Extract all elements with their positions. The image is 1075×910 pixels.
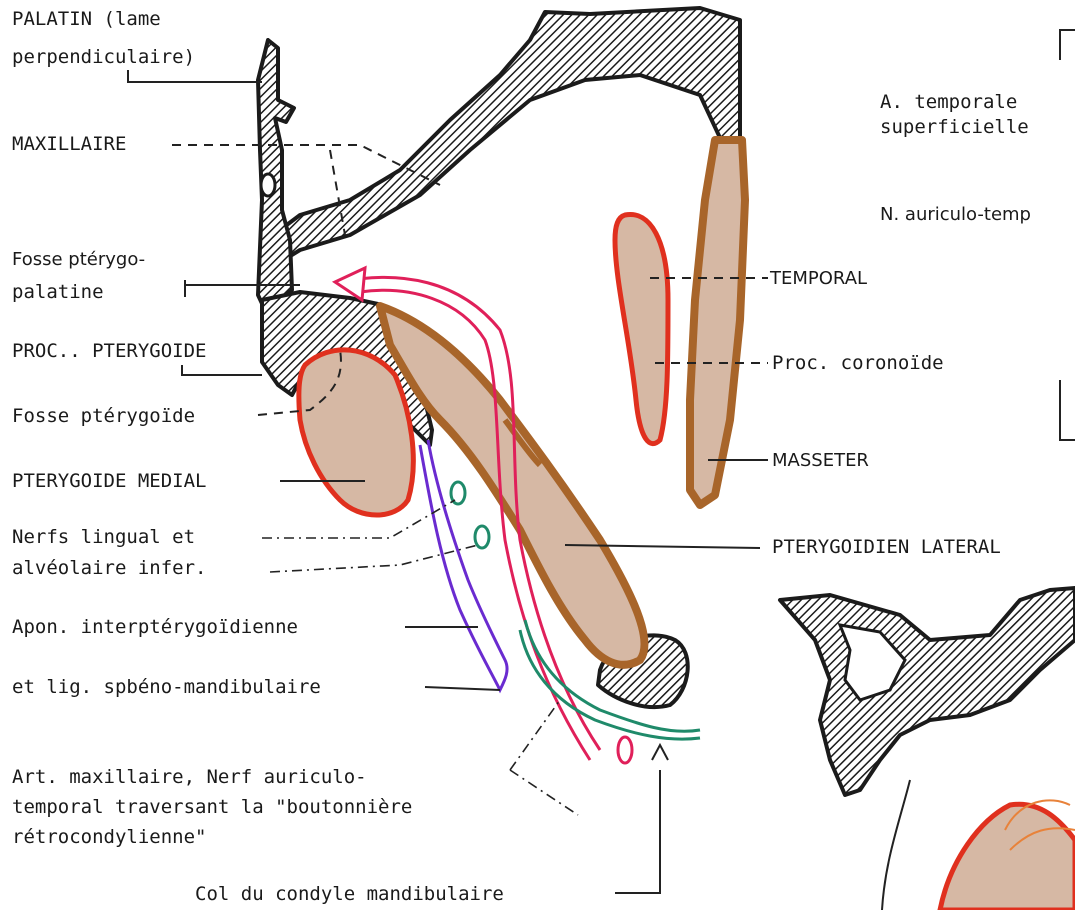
label-a-temporale-2: superficielle — [880, 116, 1029, 138]
masseter-muscle — [690, 140, 745, 505]
label-apon: Apon. interptérygoïdienne — [12, 616, 298, 638]
upper-skull-bone — [280, 8, 740, 258]
label-art-1: Art. maxillaire, Nerf auriculo- — [12, 766, 367, 788]
lateral-pterygoid-muscle — [380, 306, 644, 665]
label-pterygoide-medial: PTERYGOIDE MEDIAL — [12, 470, 206, 492]
leader-col — [615, 770, 660, 893]
label-lig: et lig. spbéno-mandibulaire — [12, 676, 321, 698]
label-temporal: TEMPORAL — [769, 268, 867, 289]
bone-foramen — [261, 174, 275, 196]
leader-proc-pterygoide — [182, 365, 262, 375]
right-lower-outline — [882, 780, 910, 910]
leader-palatin — [128, 70, 262, 82]
maxillary-artery-end — [618, 737, 632, 763]
inferior-alveolar-nerve-section — [475, 526, 489, 548]
label-fosse-pterygoide: Fosse ptérygoïde — [12, 405, 195, 427]
label-maxillaire: MAXILLAIRE — [12, 133, 126, 155]
label-col: Col du condyle mandibulaire — [195, 883, 504, 905]
medial-pterygoid-muscle — [299, 350, 413, 515]
leader-a-temporale — [1060, 30, 1075, 60]
label-n-auriculo: N. auriculo-temp — [880, 204, 1031, 225]
label-art-3: rétrocondylienne" — [12, 826, 206, 848]
label-fosse-ptp-2: palatine — [12, 281, 104, 303]
label-a-temporale-1: A. temporale — [880, 91, 1017, 113]
leader-lig — [425, 687, 500, 690]
right-lower-muscle-partial — [940, 804, 1075, 910]
label-palatin-2: perpendiculaire) — [12, 46, 195, 68]
temporal-muscle — [615, 214, 668, 443]
label-masseter: MASSETER — [772, 450, 869, 471]
leader-art — [510, 700, 578, 815]
label-proc-coronoide: Proc. coronoïde — [772, 352, 944, 374]
label-art-2: temporal traversant la "boutonnière — [12, 796, 412, 818]
label-proc-pterygoide: PROC.. PTERYGOIDE — [12, 340, 206, 362]
label-nerfs-2: alvéolaire infer. — [12, 557, 206, 579]
right-lower-bone — [780, 588, 1075, 795]
leader-col-arrow — [652, 745, 668, 760]
label-palatin-1: PALATIN (lame — [12, 8, 161, 30]
label-pterygoidien-lateral: PTERYGOIDIEN LATERAL — [772, 536, 1001, 558]
label-nerfs-1: Nerfs lingual et — [12, 526, 195, 548]
leader-right-bracket — [1060, 380, 1075, 440]
label-fosse-ptp-1: Fosse ptérygo- — [12, 249, 145, 270]
